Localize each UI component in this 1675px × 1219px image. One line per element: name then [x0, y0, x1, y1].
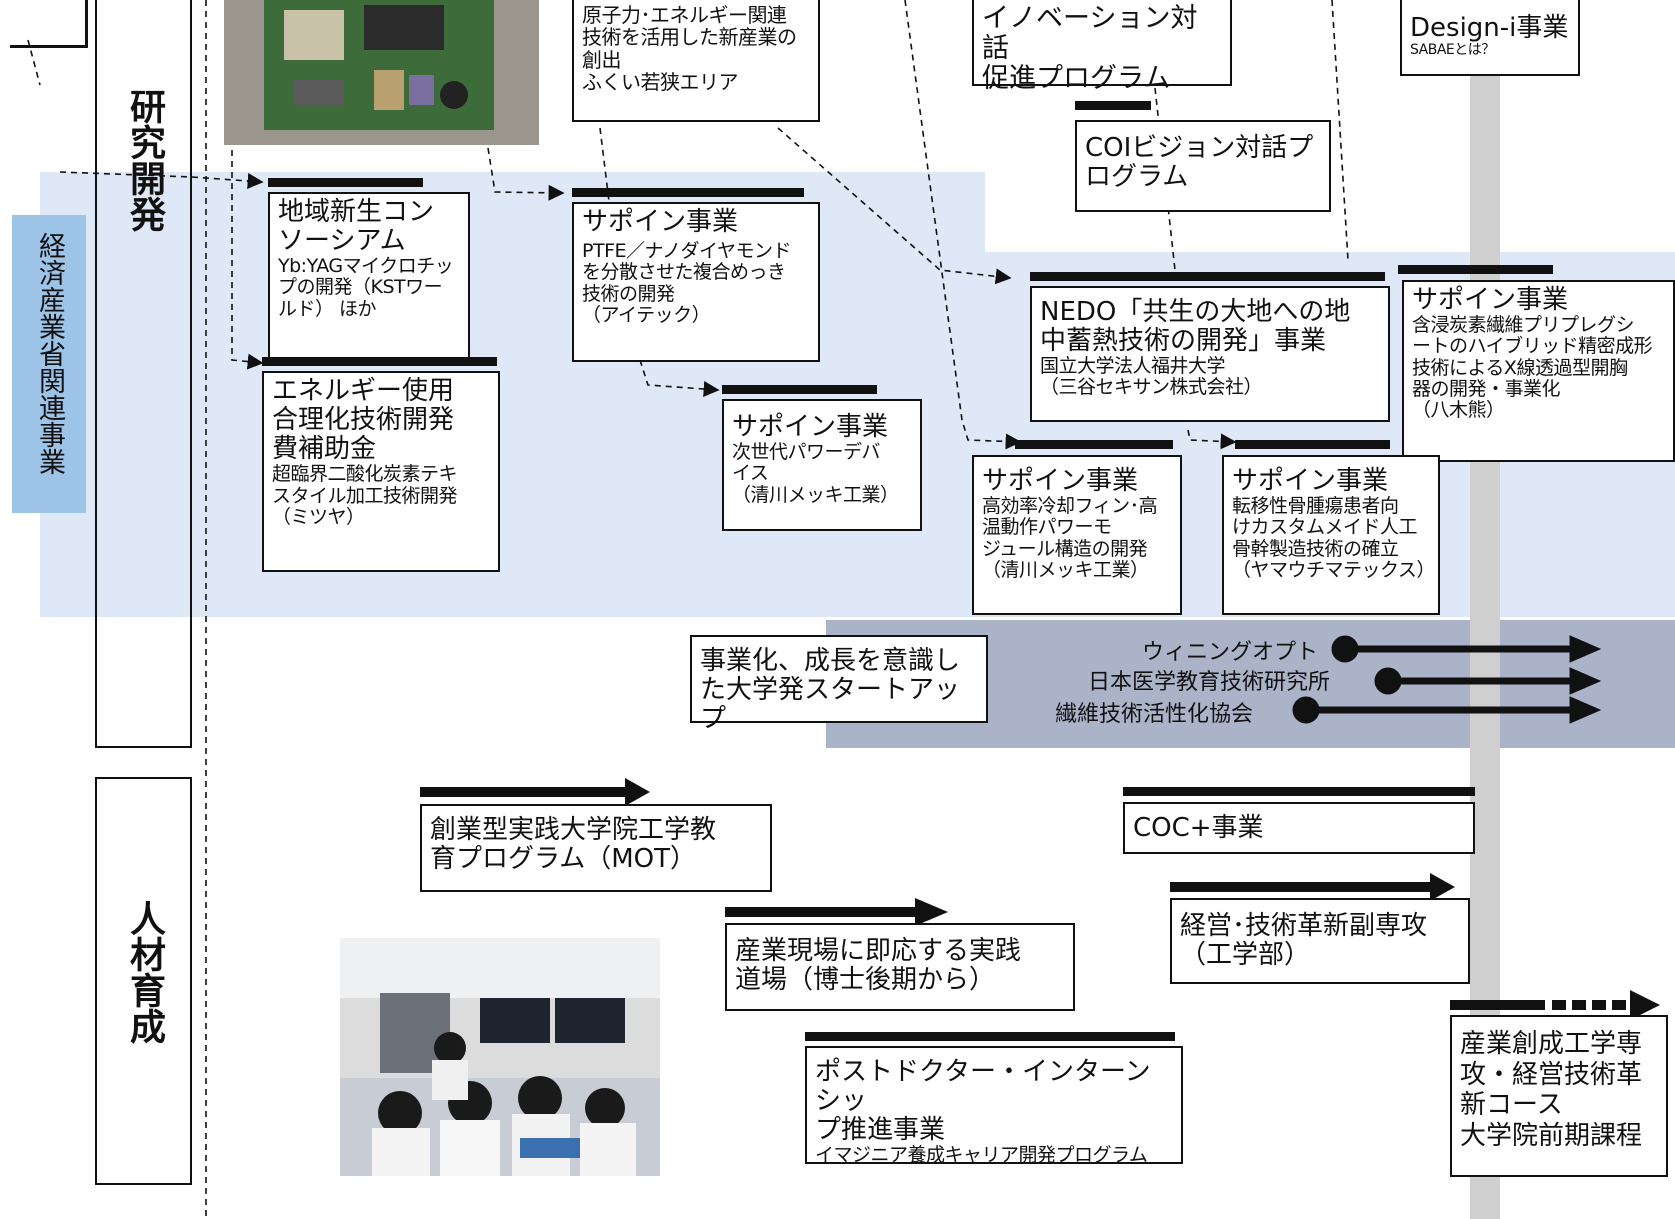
savoin2-sub: 含浸炭素繊維プリプレグシ ートのハイブリッド精密成形 技術によるX線透過型開胸 …: [1412, 314, 1653, 422]
savoin3-sub: 次世代パワーデバ イス （清川メッキ工業）: [732, 441, 899, 506]
course-box: 産業創成工学専 攻・経営技術革 新コース 大学院前期課程: [1450, 1015, 1668, 1177]
coc-bar: [1123, 787, 1475, 796]
savoin4-title: サポイン事業: [982, 466, 1139, 496]
savoin2-bar: [1398, 265, 1553, 274]
postdoc-bar: [805, 1032, 1175, 1041]
keiei-box: 経営･技術革新副専攻 （工学部）: [1170, 898, 1470, 984]
energy-sub: 超臨界二酸化炭素テキ スタイル加工技術開発 （ミツヤ）: [272, 463, 458, 528]
savoin1-box: サポイン事業 PTFE／ナノダイヤモンド を分散させた複合めっき 技術の開発 （…: [572, 202, 820, 362]
coi-bar: [1075, 101, 1151, 110]
dojo-box: 産業現場に即応する実践 道場（博士後期から）: [725, 923, 1075, 1011]
savoin4-bar: [1015, 440, 1173, 449]
dojo-title: 産業現場に即応する実践 道場（博士後期から）: [735, 936, 1022, 996]
startup-box: 事業化、成長を意識し た大学発スタートアップ: [690, 635, 988, 734]
savoin3-title: サポイン事業: [732, 412, 889, 442]
coc-box: COC+事業: [1123, 802, 1475, 854]
postdoc-sub: イマジニア養成キャリア開発プログラム: [815, 1144, 1148, 1167]
nedo-box: NEDO「共生の大地への地 中蓄熱技術の開発」事業 国立大学法人福井大学 （三谷…: [1030, 286, 1390, 422]
innovation-dialogue-title: イノベーション対話 促進プログラム: [982, 3, 1198, 95]
design-i-title: Design-i事業: [1410, 13, 1569, 43]
energy-box: エネルギー使用 合理化技術開発 費補助金 超臨界二酸化炭素テキ スタイル加工技術…: [262, 371, 500, 572]
savoin4-box: サポイン事業 高効率冷却フィン･高 温動作パワーモ ジュール構造の開発 （清川メ…: [972, 455, 1182, 615]
rd-label: 研究開発: [124, 88, 165, 232]
mot-box: 創業型実践大学院工学教 育プログラム（MOT）: [420, 804, 772, 892]
nedo-bar: [1030, 272, 1385, 281]
corner-frame: [10, 0, 88, 48]
keiei-title: 経営･技術革新副専攻 （工学部）: [1180, 911, 1428, 971]
meti-label: 経済産業省関連事業: [34, 232, 65, 475]
rd-frame: [95, 0, 192, 748]
innovation-dialogue-box: イノベーション対話 促進プログラム: [972, 0, 1232, 94]
meti-band-upper: [40, 172, 985, 617]
savoin1-bar: [572, 188, 804, 197]
circuit-board-image: [224, 0, 539, 145]
savoin1-title: サポイン事業: [582, 207, 739, 237]
savoin5-title: サポイン事業: [1232, 466, 1389, 496]
savoin5-sub: 転移性骨腫瘍患者向 けカスタムメイド人工 骨幹製造技術の確立 （ヤマウチマテック…: [1232, 495, 1435, 581]
savoin5-bar: [1235, 440, 1390, 449]
design-i-sub: SABAEとは？: [1410, 42, 1495, 59]
startup-label-2: 日本医学教育技術研究所: [1088, 670, 1331, 695]
coc-title: COC+事業: [1133, 813, 1264, 843]
atom-box: 原子力･エネルギー関連 技術を活用した新産業の 創出 ふくい若狭エリア: [572, 0, 820, 122]
savoin2-box: サポイン事業 含浸炭素繊維プリプレグシ ートのハイブリッド精密成形 技術によるX…: [1402, 280, 1675, 462]
savoin3-box: サポイン事業 次世代パワーデバ イス （清川メッキ工業）: [722, 399, 922, 531]
nedo-sub: 国立大学法人福井大学 （三谷セキサン株式会社）: [1040, 355, 1263, 399]
savoin1-sub: PTFE／ナノダイヤモンド を分散させた複合めっき 技術の開発 （アイテック）: [582, 240, 791, 326]
mot-title: 創業型実践大学院工学教 育プログラム（MOT）: [430, 815, 717, 875]
design-i-box: Design-i事業 SABAEとは？: [1400, 0, 1580, 76]
coi-title: COIビジョン対話プ ログラム: [1085, 133, 1314, 193]
chiiki-box: 地域新生コン ソーシアム Yb:YAGマイクロチッ プの開発（KSTワー ルド）…: [268, 192, 470, 362]
savoin2-title: サポイン事業: [1412, 285, 1569, 315]
savoin3-bar: [722, 385, 877, 394]
energy-bar: [262, 357, 497, 366]
startup-label-1: ウィニングオプト: [1142, 640, 1319, 665]
course-title: 産業創成工学専 攻・経営技術革 新コース 大学院前期課程: [1460, 1029, 1643, 1152]
students-lab-photo: [340, 938, 660, 1176]
chiiki-bar: [268, 178, 423, 187]
chiiki-sub: Yb:YAGマイクロチッ プの開発（KSTワー ルド） ほか: [278, 255, 454, 320]
energy-title: エネルギー使用 合理化技術開発 費補助金: [272, 376, 455, 465]
hr-frame: [95, 777, 192, 1185]
coi-box: COIビジョン対話プ ログラム: [1075, 120, 1331, 212]
students-lab-image: [340, 938, 660, 1176]
chiiki-title: 地域新生コン ソーシアム: [278, 197, 435, 257]
startup-title: 事業化、成長を意識し た大学発スタートアップ: [700, 646, 961, 735]
circuit-board-photo: [224, 0, 539, 145]
meti-label-box: [12, 215, 86, 513]
savoin5-box: サポイン事業 転移性骨腫瘍患者向 けカスタムメイド人工 骨幹製造技術の確立 （ヤ…: [1222, 455, 1440, 615]
hr-label: 人材育成: [124, 900, 165, 1044]
startup-label-3: 繊維技術活性化協会: [1055, 702, 1254, 727]
nedo-title: NEDO「共生の大地への地 中蓄熱技術の開発」事業: [1040, 297, 1351, 357]
savoin4-sub: 高効率冷却フィン･高 温動作パワーモ ジュール構造の開発 （清川メッキ工業）: [982, 495, 1158, 581]
postdoc-title: ポストドクター・インターンシッ プ推進事業: [815, 1057, 1151, 1146]
atom-text: 原子力･エネルギー関連 技術を活用した新産業の 創出 ふくい若狭エリア: [582, 3, 797, 95]
postdoc-box: ポストドクター・インターンシッ プ推進事業 イマジニア養成キャリア開発プログラム: [805, 1046, 1183, 1167]
